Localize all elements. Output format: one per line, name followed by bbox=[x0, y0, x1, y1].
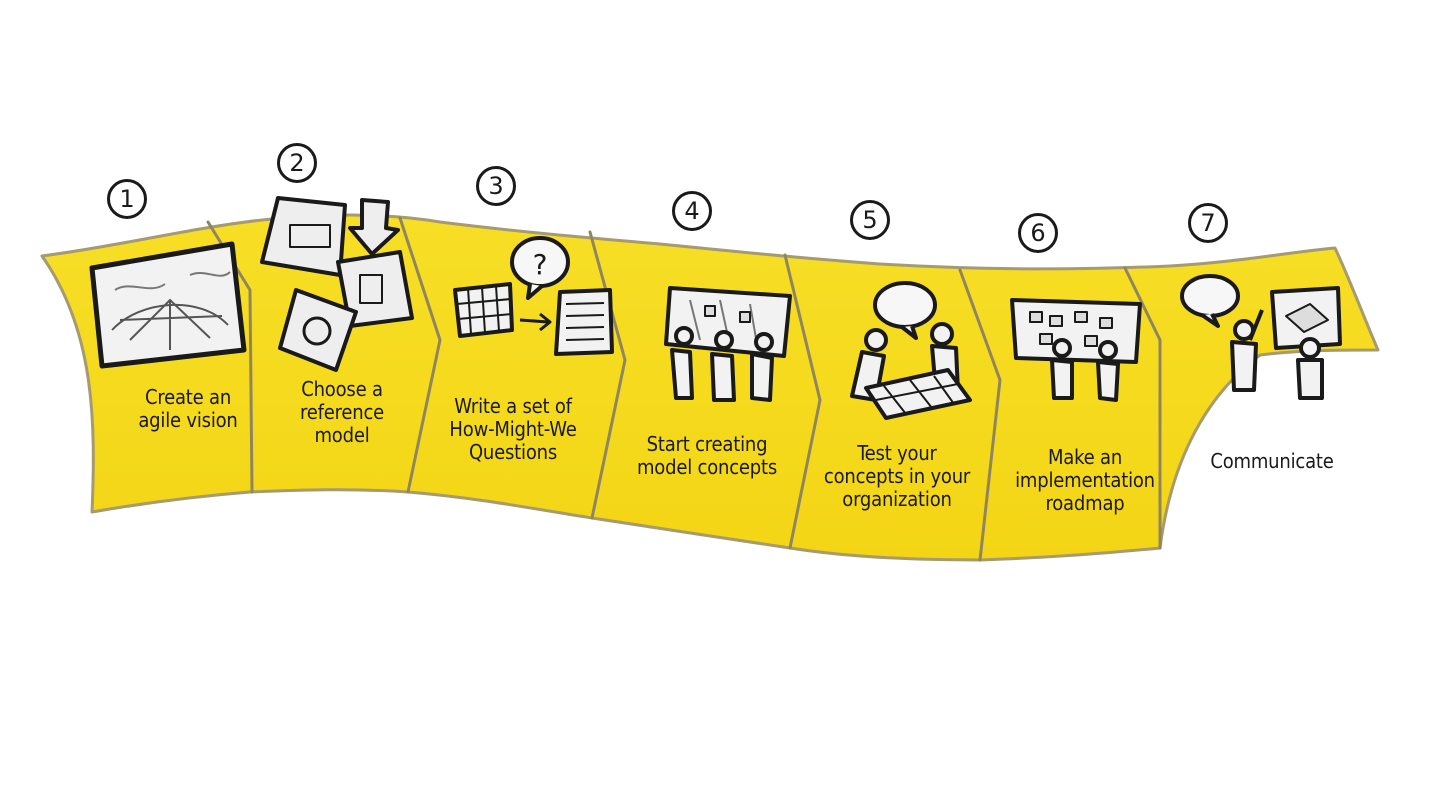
question-grid-icon: ? bbox=[453, 236, 614, 356]
step-6-label: Make an implementation roadmap bbox=[1015, 445, 1155, 515]
agile-vision-canvas-icon bbox=[89, 241, 247, 369]
step-4-label: Start creating model concepts bbox=[636, 432, 778, 479]
reference-model-cards-icon bbox=[260, 196, 414, 372]
step-5-number: 5 bbox=[850, 200, 890, 240]
step-3-number: 3 bbox=[476, 166, 516, 206]
step-1-label: Create an agile vision bbox=[138, 385, 238, 432]
team-at-board-icon bbox=[664, 286, 792, 402]
step-1-number: 1 bbox=[107, 179, 147, 219]
step-5-label: Test your concepts in your organization bbox=[823, 441, 971, 511]
step-4-number: 4 bbox=[672, 191, 712, 231]
communicate-presentation-icon bbox=[1180, 274, 1342, 400]
step-2-label: Choose a reference model bbox=[299, 377, 385, 447]
step-2-number: 2 bbox=[277, 143, 317, 183]
step-3-label: Write a set of How-Might-We Questions bbox=[449, 394, 577, 464]
step-7-number: 7 bbox=[1188, 203, 1228, 243]
process-band bbox=[40, 213, 1380, 562]
step-6-number: 6 bbox=[1018, 213, 1058, 253]
step-7-label: Communicate bbox=[1210, 449, 1334, 473]
people-discussing-icon bbox=[850, 281, 972, 420]
segment-dividers bbox=[206, 216, 1162, 562]
svg-text:?: ? bbox=[533, 248, 548, 281]
roadmap-board-icon bbox=[1010, 298, 1142, 402]
